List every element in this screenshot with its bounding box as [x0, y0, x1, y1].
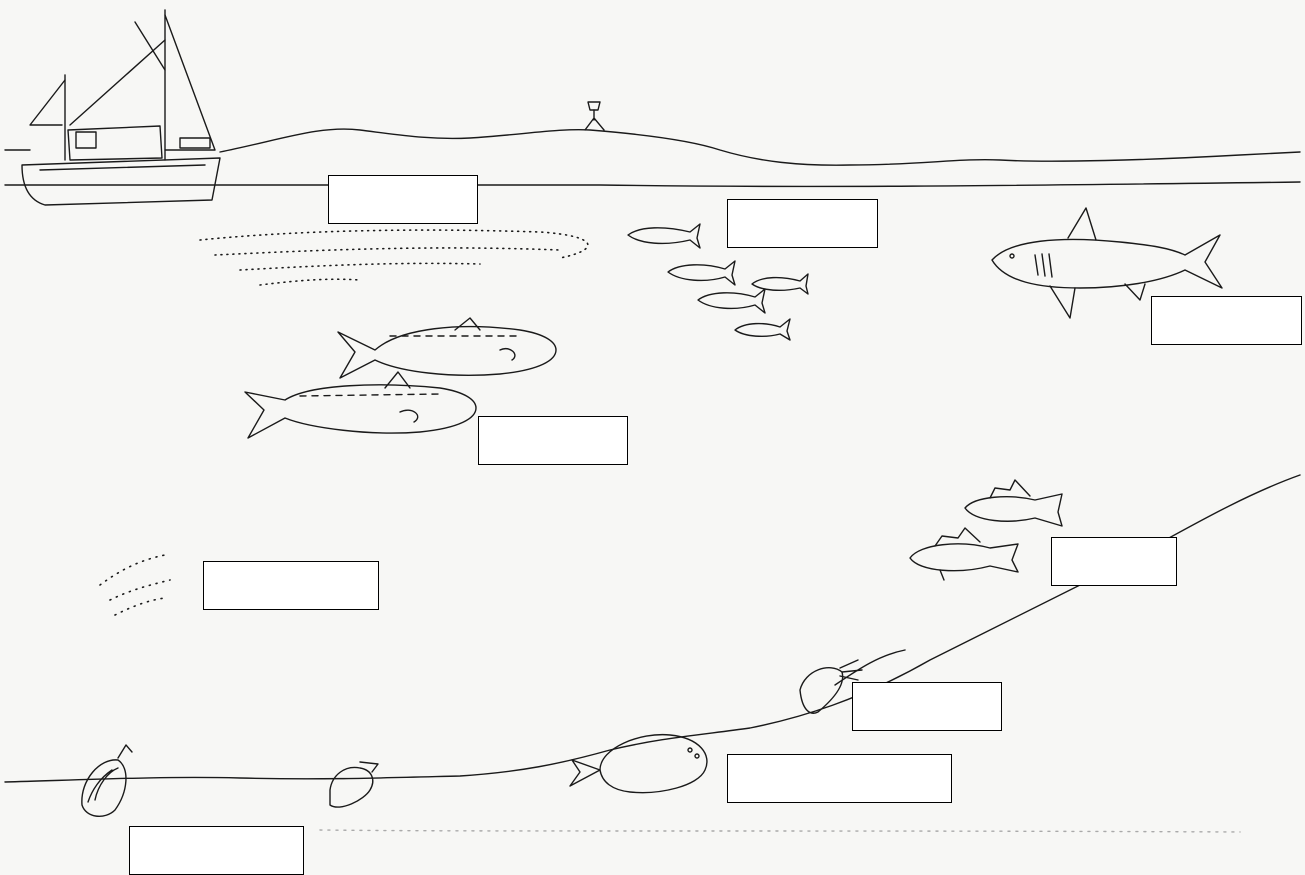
label-box-shark[interactable] — [1151, 296, 1302, 345]
label-box-surface[interactable] — [328, 175, 478, 224]
label-box-shrimp[interactable] — [852, 682, 1002, 731]
label-box-small-fish[interactable] — [727, 199, 878, 248]
label-box-mackerel[interactable] — [478, 416, 628, 465]
label-box-flatfish[interactable] — [727, 754, 952, 803]
label-box-shellfish[interactable] — [129, 826, 304, 875]
label-box-plankton[interactable] — [203, 561, 379, 610]
label-box-cod[interactable] — [1051, 537, 1177, 586]
